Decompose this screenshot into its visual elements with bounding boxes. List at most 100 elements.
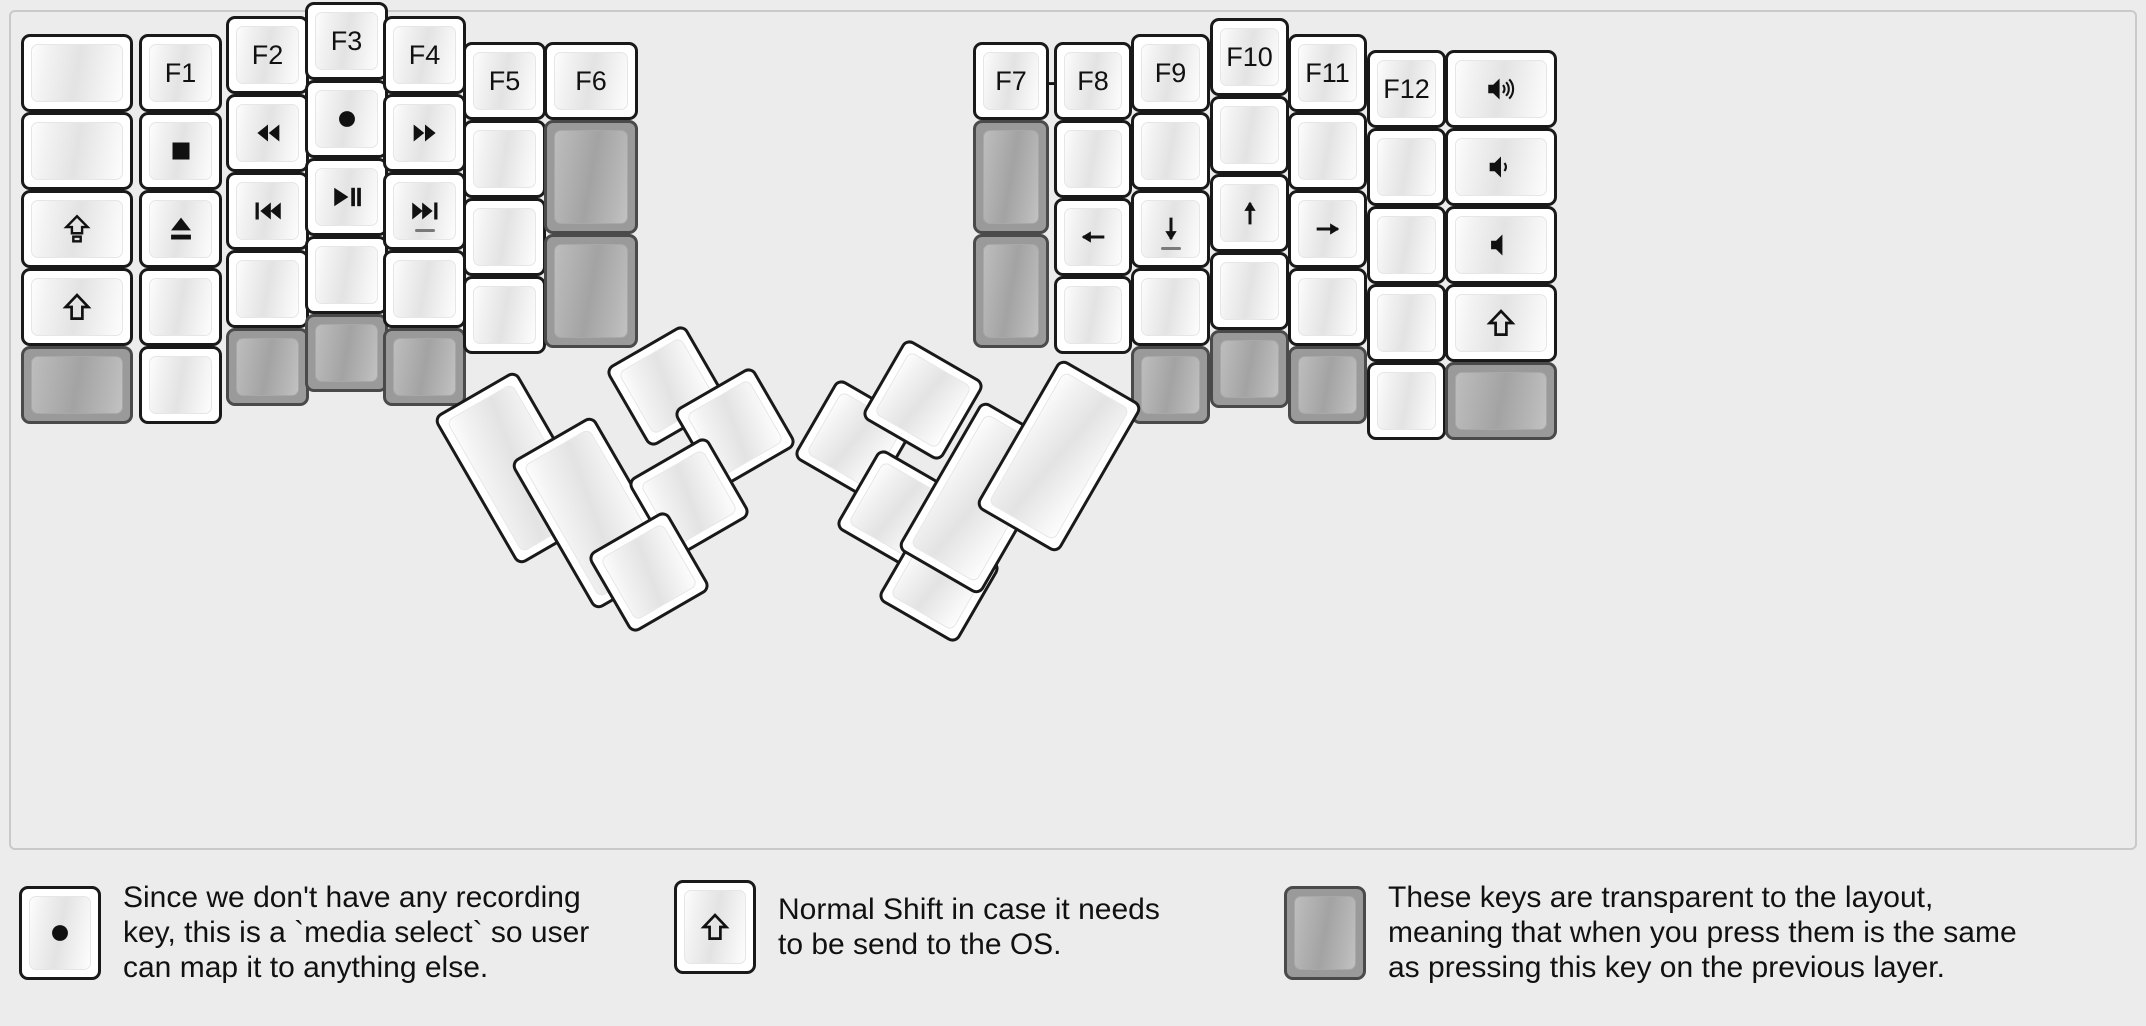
key-blank-pinky-3[interactable] [139, 268, 222, 346]
key-volume-mute[interactable] [1445, 206, 1557, 284]
key-transparent[interactable] [1131, 346, 1210, 424]
key-media-fast-forward[interactable] [383, 94, 466, 172]
volume-down-icon [1484, 150, 1518, 184]
key-media-rewind[interactable] [226, 94, 309, 172]
key-shift[interactable] [21, 268, 133, 346]
legend-bar: Since we don't have any recording key, t… [9, 862, 2137, 1016]
key-label: F12 [1383, 73, 1430, 104]
keycap-face [393, 338, 456, 396]
key-arrow-up[interactable] [1210, 174, 1289, 252]
key-media-play-pause[interactable] [305, 158, 388, 236]
keycap-face: F8 [1064, 52, 1122, 110]
key-blank-index-inner-3[interactable] [463, 276, 546, 354]
key-media-eject[interactable] [139, 190, 222, 268]
keycap-face [1377, 372, 1436, 430]
key-transparent[interactable] [226, 328, 309, 406]
key-media-prev-track[interactable] [226, 172, 309, 250]
keycap-face [1298, 122, 1357, 180]
key-f1[interactable]: F1 [139, 34, 222, 112]
key-label: F7 [995, 65, 1027, 96]
keycap-face [983, 130, 1039, 224]
key-blank-ring-3[interactable] [226, 250, 309, 328]
key-transparent[interactable] [544, 234, 638, 348]
key-blank-pinky-4[interactable] [139, 346, 222, 424]
keycap-face [1377, 138, 1436, 196]
key-shift[interactable] [1445, 284, 1557, 362]
key-caps-lock[interactable] [21, 190, 133, 268]
key-f7[interactable]: F7 [973, 42, 1049, 120]
key-f12[interactable]: F12 [1367, 50, 1446, 128]
key-blank-pinky-outer-0[interactable] [21, 34, 133, 112]
key-transparent[interactable] [544, 120, 638, 234]
key-f11[interactable]: F11 [1288, 34, 1367, 112]
keycap-face [236, 260, 299, 318]
key-blank-index-inner-1[interactable] [463, 120, 546, 198]
keycap-face: F1 [149, 44, 212, 102]
key-blank-pinky-2[interactable] [1367, 206, 1446, 284]
keycap-face [1298, 200, 1357, 258]
keycap-face [1141, 356, 1200, 414]
shift-icon [1484, 306, 1518, 340]
keycap-face: F12 [1377, 60, 1436, 118]
key-blank-pinky-1[interactable] [1367, 128, 1446, 206]
key-blank-middle-1[interactable] [1210, 96, 1289, 174]
key-label: F6 [575, 65, 607, 96]
arrow-left-icon [1076, 220, 1110, 254]
keycap-face [315, 168, 378, 226]
key-f2[interactable]: F2 [226, 16, 309, 94]
key-blank-index-inner-1[interactable] [1054, 120, 1132, 198]
key-f10[interactable]: F10 [1210, 18, 1289, 96]
key-blank-index-3[interactable] [383, 250, 466, 328]
keycap-face [393, 260, 456, 318]
media-eject-icon [164, 212, 198, 246]
keycap-face: F11 [1298, 44, 1357, 102]
key-media-next-track[interactable] [383, 172, 466, 250]
key-label: F2 [251, 39, 284, 70]
key-f9[interactable]: F9 [1131, 34, 1210, 112]
keycap-face: F2 [236, 26, 299, 84]
key-transparent[interactable] [383, 328, 466, 406]
keycap-face [149, 122, 212, 180]
key-volume-up[interactable] [1445, 50, 1557, 128]
keycap-face [1455, 216, 1547, 274]
key-media-record[interactable] [305, 80, 388, 158]
key-media-stop[interactable] [139, 112, 222, 190]
key-blank-pinky-outer-1[interactable] [21, 112, 133, 190]
key-arrow-left[interactable] [1054, 198, 1132, 276]
key-transparent[interactable] [973, 234, 1049, 348]
key-transparent[interactable] [1288, 346, 1367, 424]
media-prev-track-icon [251, 194, 285, 228]
keycap-face [31, 44, 123, 102]
key-f5[interactable]: F5 [463, 42, 546, 120]
key-f6[interactable]: F6 [544, 42, 638, 120]
shift-icon [698, 910, 732, 944]
key-blank-index-inner-2[interactable] [463, 198, 546, 276]
key-volume-down[interactable] [1445, 128, 1557, 206]
key-blank-middle-3[interactable] [305, 236, 388, 314]
keycap-face [31, 278, 123, 336]
key-blank-index-inner-3[interactable] [1054, 276, 1132, 354]
key-transparent[interactable] [305, 314, 388, 392]
keycap-face [1064, 208, 1122, 266]
key-f8[interactable]: F8 [1054, 42, 1132, 120]
keycap-face [236, 182, 299, 240]
key-blank-middle-3[interactable] [1210, 252, 1289, 330]
key-transparent[interactable] [21, 346, 133, 424]
key-transparent[interactable] [973, 120, 1049, 234]
key-blank-index-1[interactable] [1131, 112, 1210, 190]
key-arrow-right[interactable] [1288, 190, 1367, 268]
arrow-up-icon [1233, 196, 1267, 230]
key-blank-index-3[interactable] [1131, 268, 1210, 346]
key-blank-ring-1[interactable] [1288, 112, 1367, 190]
key-transparent[interactable] [1445, 362, 1557, 440]
keycap-face [554, 244, 628, 338]
key-blank-ring-3[interactable] [1288, 268, 1367, 346]
key-blank-pinky-3[interactable] [1367, 284, 1446, 362]
key-transparent[interactable] [1210, 330, 1289, 408]
key-blank-pinky-4[interactable] [1367, 362, 1446, 440]
key-f3[interactable]: F3 [305, 2, 388, 80]
key-arrow-down[interactable] [1131, 190, 1210, 268]
key-f4[interactable]: F4 [383, 16, 466, 94]
